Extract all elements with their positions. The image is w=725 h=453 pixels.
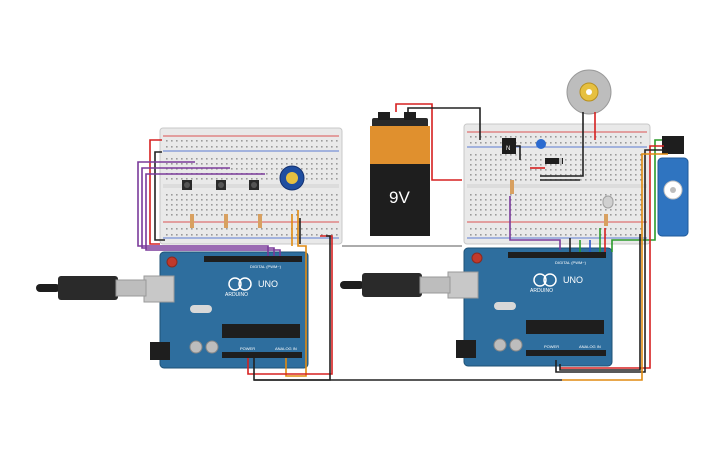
wires — [137, 103, 668, 381]
transistor-mark: N — [506, 146, 510, 152]
arduino-right-model: UNO — [563, 275, 583, 285]
arduino-right-analog-label: ANALOG IN — [579, 344, 601, 349]
potentiometer-icon[interactable] — [279, 165, 305, 191]
arduino-left-analog-label: ANALOG IN — [275, 346, 297, 351]
arduino-uno-left[interactable]: ARDUINO UNO DIGITAL (PWM~) POWER ANALOG … — [143, 251, 309, 369]
resistor-icon[interactable] — [510, 180, 514, 194]
servo-icon[interactable] — [657, 136, 689, 237]
motor-icon[interactable] — [566, 69, 612, 115]
diode-icon[interactable] — [545, 158, 563, 164]
arduino-left-model: UNO — [258, 279, 278, 289]
resistor-icon[interactable] — [224, 214, 228, 228]
battery-9v[interactable]: 9V — [370, 112, 430, 236]
resistor-icon[interactable] — [190, 214, 194, 228]
arduino-left-power-label: POWER — [240, 346, 255, 351]
arduino-right-digital-label: DIGITAL (PWM~) — [555, 260, 587, 265]
resistor-icon[interactable] — [258, 214, 262, 228]
pushbutton-icon[interactable] — [216, 180, 226, 190]
battery-label: 9V — [389, 188, 410, 207]
arduino-uno-right[interactable]: ARDUINO UNO DIGITAL (PWM~) POWER ANALOG … — [447, 247, 613, 367]
breadboard-right[interactable] — [463, 123, 651, 245]
arduino-left-digital-label: DIGITAL (PWM~) — [250, 264, 282, 269]
usb-cable-icon[interactable] — [340, 273, 451, 297]
transistor-icon[interactable]: N — [502, 138, 516, 154]
led-icon[interactable] — [602, 195, 614, 226]
arduino-right-brand: ARDUINO — [530, 288, 553, 294]
usb-cable-icon[interactable] — [36, 276, 147, 300]
pushbutton-icon[interactable] — [249, 180, 259, 190]
capacitor-icon[interactable] — [536, 139, 546, 149]
arduino-right-power-label: POWER — [544, 344, 559, 349]
arduino-left-brand: ARDUINO — [225, 292, 248, 298]
pushbutton-icon[interactable] — [182, 180, 192, 190]
